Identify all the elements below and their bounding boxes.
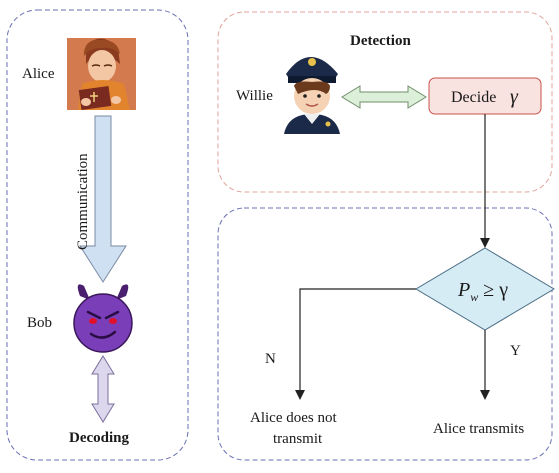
yes-outcome: Alice transmits — [433, 421, 525, 437]
decide-label: Decide — [451, 89, 496, 106]
left-panel-border — [6, 9, 189, 461]
yes-label: Y — [510, 343, 521, 359]
police-officer-icon — [284, 57, 340, 134]
willie-decide-double-arrow — [341, 85, 427, 109]
no-label: N — [265, 351, 276, 367]
willie-label: Willie — [236, 88, 273, 104]
alice-label: Alice — [22, 66, 55, 82]
no-outcome-line1: Alice does not — [250, 410, 337, 426]
condition-subscript: w — [470, 290, 478, 304]
decoding-double-arrow — [91, 355, 115, 423]
detection-panel-border — [217, 11, 553, 193]
bob-label: Bob — [27, 315, 53, 331]
communication-label: Communication — [75, 153, 91, 250]
no-outcome-line2: transmit — [273, 431, 323, 447]
decision-panel-border — [217, 207, 553, 461]
decoding-label: Decoding — [69, 430, 129, 446]
alice-reading-icon — [67, 38, 136, 110]
condition-main: P — [457, 279, 470, 301]
communication-arrow — [79, 115, 127, 283]
devil-face-icon — [73, 284, 133, 353]
condition-rest: ≥ γ — [478, 279, 508, 301]
detection-title: Detection — [350, 33, 411, 49]
condition-expression: Pw ≥ γ — [457, 279, 508, 304]
no-branch-arrow — [295, 288, 416, 400]
decide-gamma-symbol: γ — [510, 86, 519, 108]
